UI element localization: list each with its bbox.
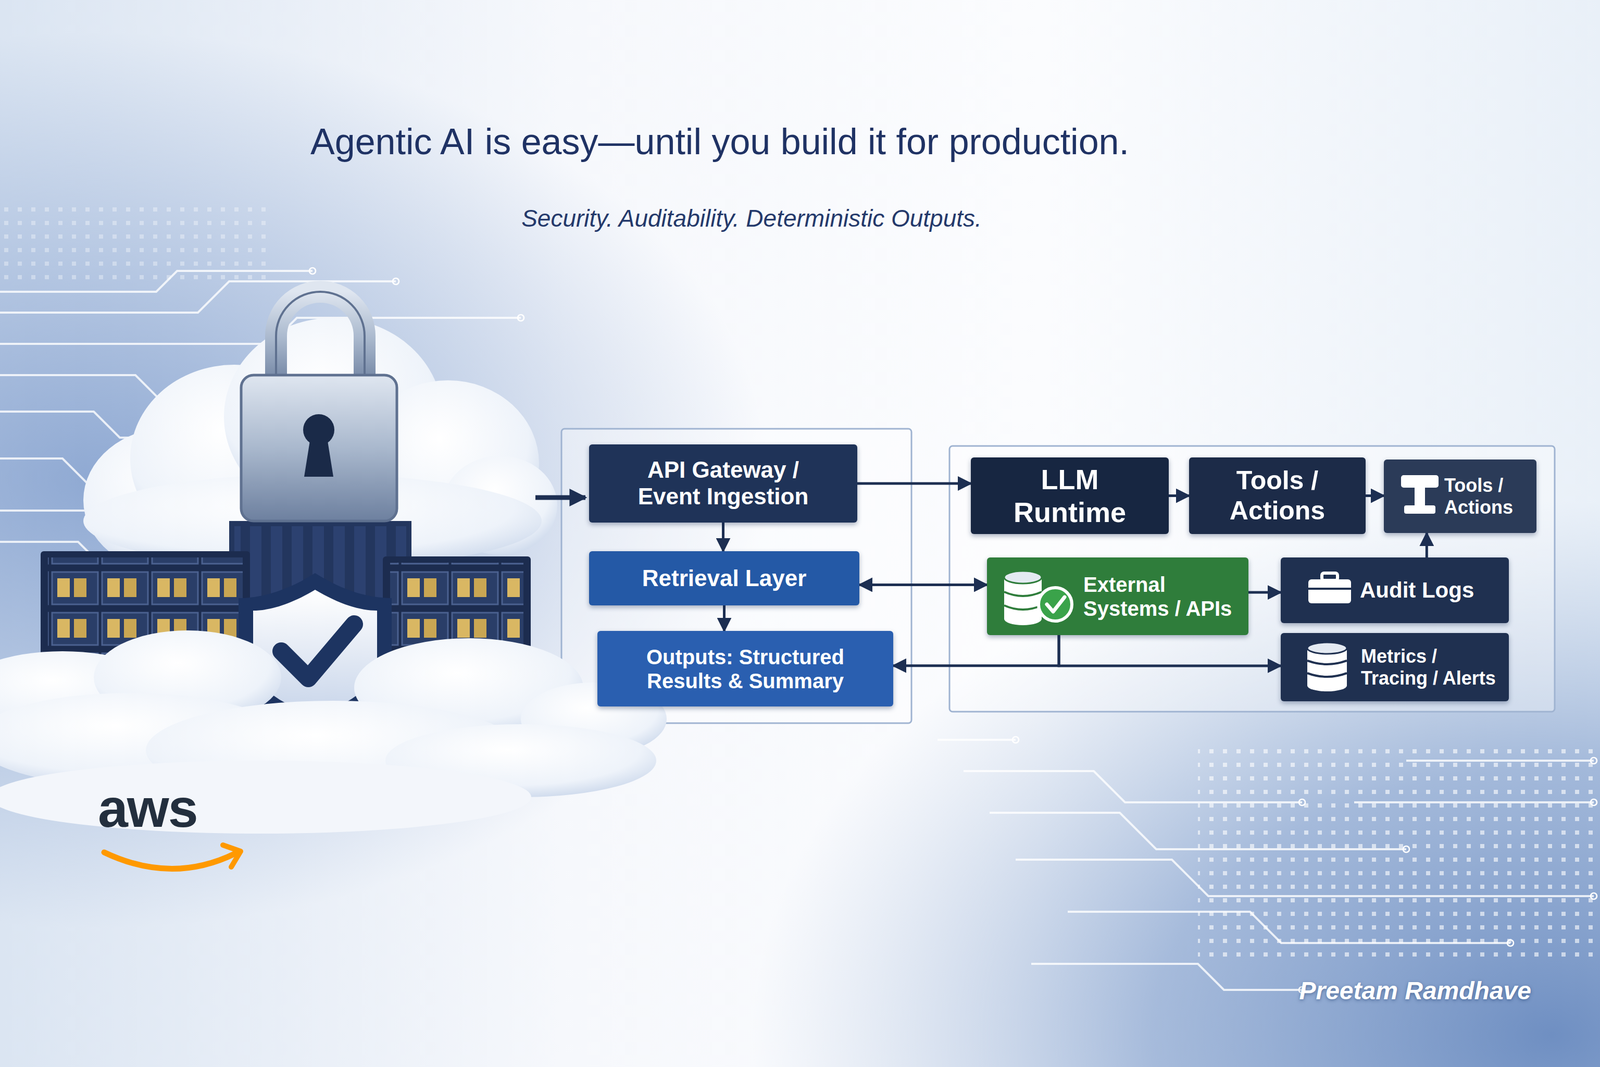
check-badge: [1038, 587, 1072, 621]
node-label: Tools / Actions: [1444, 474, 1533, 518]
briefcase-seam: [1308, 587, 1352, 590]
node-label: LLM Runtime: [996, 463, 1143, 528]
node-label: External Systems / APIs: [1083, 572, 1245, 621]
group-frame: [561, 428, 912, 723]
flow-arrow: [1058, 634, 1281, 666]
briefcase-body: [1308, 579, 1352, 604]
logo-text: aws: [97, 777, 275, 840]
flow-arrow: [721, 522, 725, 552]
flow-arrow: [857, 482, 971, 485]
process-box: Retrieval Layer: [589, 551, 860, 606]
caption-text: Security. Auditability. Deterministic Ou…: [282, 204, 1221, 233]
flow-arrow: [859, 583, 987, 586]
node-label: Tools / Actions: [1217, 465, 1338, 526]
title-text: Agentic AI is easy—until you build it fo…: [120, 120, 1319, 163]
database-body: [1004, 577, 1042, 619]
database-body: [1307, 647, 1347, 686]
database-icon: [1004, 570, 1072, 625]
author-credit: Preetam Ramdhave: [1197, 976, 1532, 1005]
circuit-trace: [0, 317, 521, 344]
process-box: External Systems / APIs: [986, 557, 1249, 635]
tool-icon-base: [1404, 505, 1436, 514]
node-label: Audit Logs: [1359, 577, 1496, 603]
process-box: Metrics / Tracing / Alerts: [1280, 632, 1509, 702]
database-top: [1004, 570, 1042, 584]
padlock: [241, 291, 397, 521]
database-icon: [1307, 642, 1347, 692]
flow-arrow: [893, 634, 1059, 666]
logo-smile: [104, 852, 236, 869]
node-label: Retrieval Layer: [604, 565, 845, 592]
briefcase-icon: [1308, 572, 1352, 604]
group-frame: [949, 445, 1555, 712]
dot-grid: [0, 197, 271, 282]
process-box: LLM Runtime: [970, 457, 1169, 534]
tool-icon-stem: [1414, 487, 1425, 506]
flow-arrow: [722, 605, 726, 631]
logo-smile-tip: [222, 844, 241, 867]
keyhole: [304, 437, 334, 477]
dot-grid: [1197, 739, 1600, 959]
node-label: Outputs: Structured Results & Summary: [635, 644, 855, 693]
process-box: Audit Logs: [1280, 557, 1509, 623]
padlock-shackle: [276, 291, 365, 386]
database-top: [1307, 642, 1347, 654]
flow-arrow: [1168, 494, 1190, 497]
process-box: API Gateway / Event Ingestion: [589, 444, 858, 523]
circuit-trace: [937, 738, 1016, 741]
database-base: [1307, 679, 1347, 692]
database-band: [1004, 591, 1042, 610]
padlock-shackle-edge: [276, 291, 365, 386]
briefcase-handle: [1321, 572, 1338, 581]
cloud-puff: [0, 760, 532, 834]
padlock-body: [241, 375, 397, 521]
flow-arrow: [1425, 532, 1429, 558]
node-label: Metrics / Tracing / Alerts: [1360, 645, 1505, 689]
database-band: [1307, 660, 1347, 677]
tool-icon: [1401, 475, 1439, 514]
title-rule: [183, 185, 1277, 187]
check-mark: [1046, 596, 1065, 612]
database-base: [1004, 612, 1042, 625]
cloud-arrow: [535, 495, 586, 500]
node-label: API Gateway / Event Ingestion: [629, 456, 818, 510]
flow-arrow: [1248, 591, 1281, 594]
tool-icon-head: [1401, 475, 1439, 488]
circuit-trace: [1031, 963, 1303, 990]
process-box: Tools / Actions: [1383, 459, 1537, 533]
flow-arrow: [1365, 494, 1384, 497]
process-box: Outputs: Structured Results & Summary: [597, 630, 894, 707]
process-box: Tools / Actions: [1189, 457, 1366, 534]
check-mark: [281, 623, 355, 679]
